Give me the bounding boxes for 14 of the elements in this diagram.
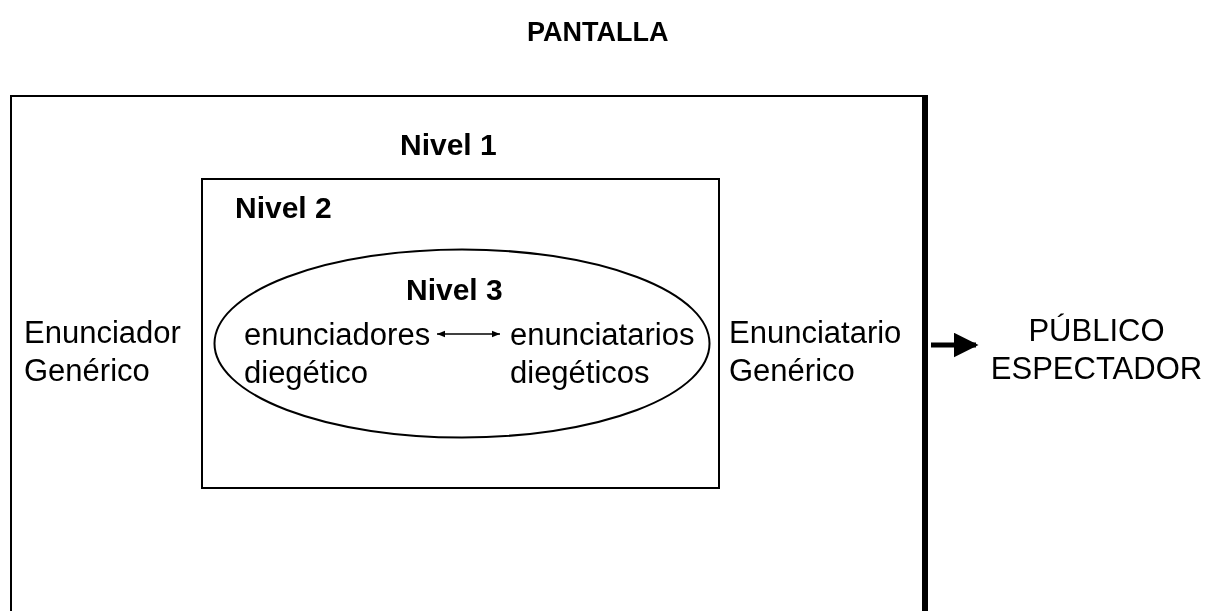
node-label: Enunciador Genérico <box>24 314 182 390</box>
level-box <box>201 178 720 489</box>
node-label: enunciadores diegético <box>244 316 432 392</box>
level-heading: Nivel 1 <box>400 127 497 163</box>
screen-frame <box>10 95 928 611</box>
level-heading: Nivel 3 <box>406 272 503 308</box>
arrow <box>931 332 979 358</box>
level-ellipse <box>213 248 711 439</box>
arrow <box>436 330 501 338</box>
level-heading: Nivel 2 <box>235 190 332 226</box>
node-label: enunciatarios diegéticos <box>510 316 696 392</box>
node-label: Enunciatario Genérico <box>729 314 903 390</box>
screen-label: PANTALLA <box>527 16 669 49</box>
node-label: PÚBLICO ESPECTADOR <box>989 312 1204 388</box>
